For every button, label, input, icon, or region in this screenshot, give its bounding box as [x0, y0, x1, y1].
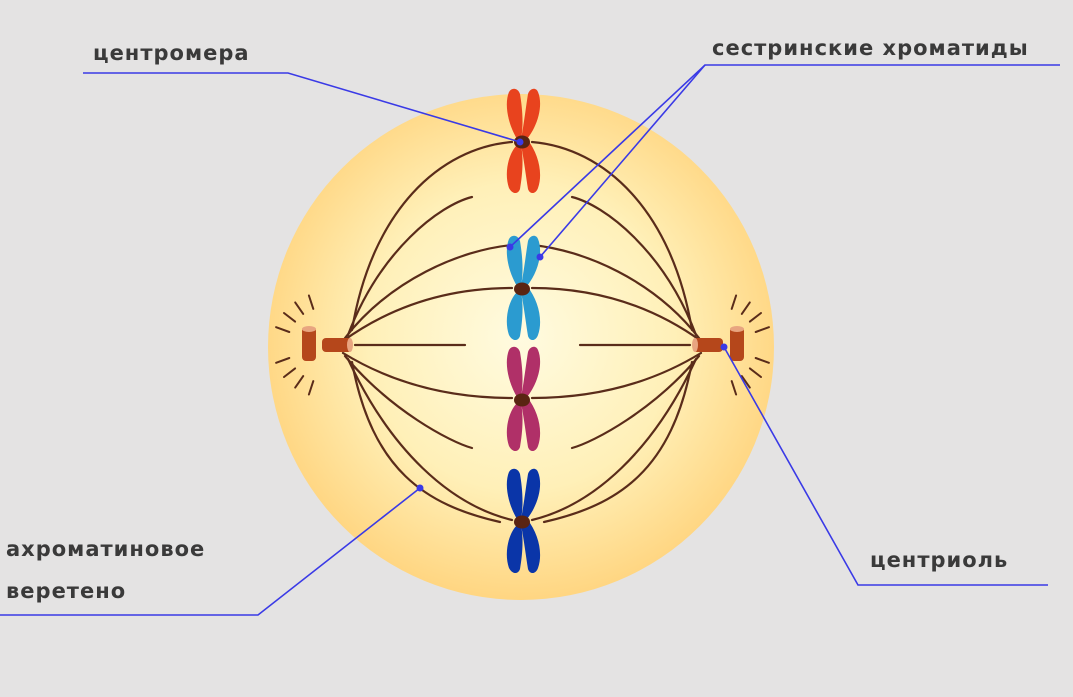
label-centromere: центромера [93, 35, 250, 71]
centromere [514, 516, 530, 529]
label-spindle-line2: веретено [6, 573, 126, 609]
label-centriole: центриоль [870, 542, 1008, 578]
label-spindle-line1: ахроматиновое [6, 531, 205, 567]
label-sister-chromatids: сестринские хроматиды [712, 30, 1029, 66]
centromere [514, 283, 530, 296]
centromere [514, 394, 530, 407]
